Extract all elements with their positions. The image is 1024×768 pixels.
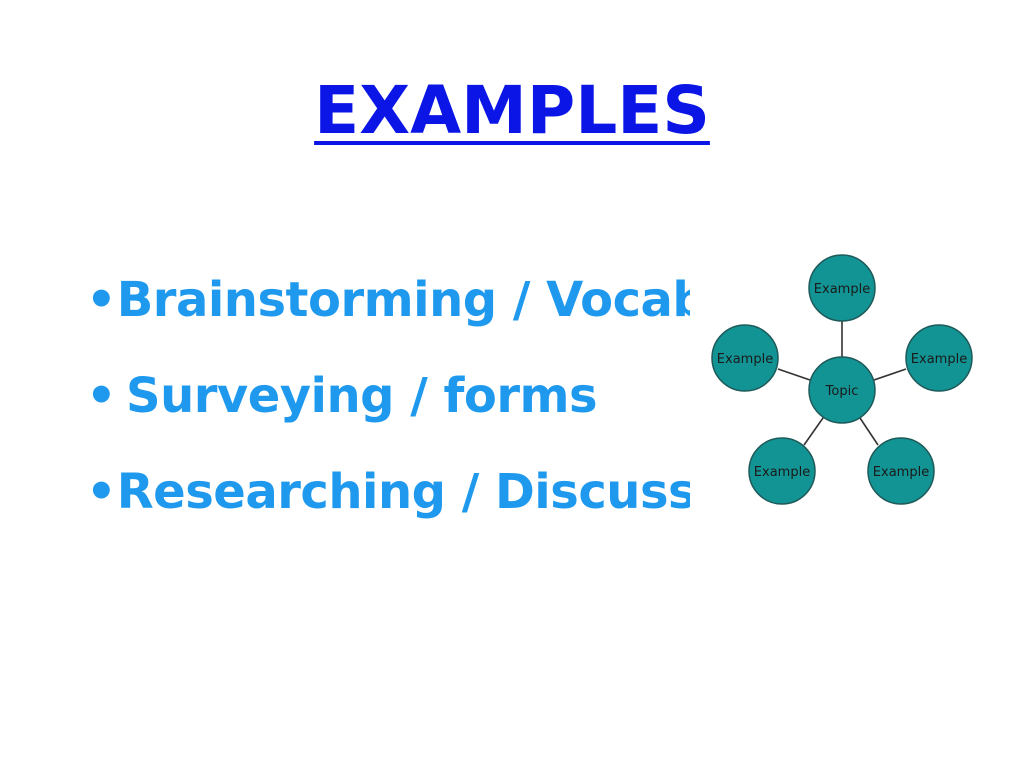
bullet-text: Brainstorming / Vocabulary <box>116 272 690 328</box>
diagram-node: Example <box>867 437 935 505</box>
bullet-dot-icon: • <box>86 368 117 424</box>
bullet-list: • Brainstorming / Vocabulary • Surveying… <box>86 252 690 540</box>
node-circle <box>711 324 779 392</box>
topic-diagram: Example Example Example Example Example <box>700 245 990 515</box>
bullet-text: Surveying / forms <box>126 368 598 424</box>
center-label: Topic <box>825 384 859 399</box>
diagram-node: Example <box>711 324 779 392</box>
diagram-node: Example <box>748 437 816 505</box>
node-circle <box>748 437 816 505</box>
diagram-center-node: Topic <box>808 356 876 424</box>
node-label: Example <box>873 465 929 480</box>
topic-diagram-svg: Example Example Example Example Example <box>711 254 973 505</box>
node-label: Example <box>814 282 870 297</box>
bullet-dot-icon: • <box>86 272 117 328</box>
node-circle <box>808 254 876 322</box>
bullet-item: • Surveying / forms <box>86 348 690 444</box>
node-circle <box>905 324 973 392</box>
bullet-dot-icon: • <box>86 464 117 520</box>
diagram-node: Example <box>905 324 973 392</box>
node-label: Example <box>717 352 773 367</box>
node-label: Example <box>911 352 967 367</box>
slide-title: EXAMPLES <box>314 72 710 149</box>
node-label: Example <box>754 465 810 480</box>
bullet-item: • Researching / Discussing <box>86 444 690 540</box>
bullet-item: • Brainstorming / Vocabulary <box>86 252 690 348</box>
diagram-node: Example <box>808 254 876 322</box>
center-circle <box>808 356 876 424</box>
bullet-text: Researching / Discussing <box>116 464 690 520</box>
node-circle <box>867 437 935 505</box>
